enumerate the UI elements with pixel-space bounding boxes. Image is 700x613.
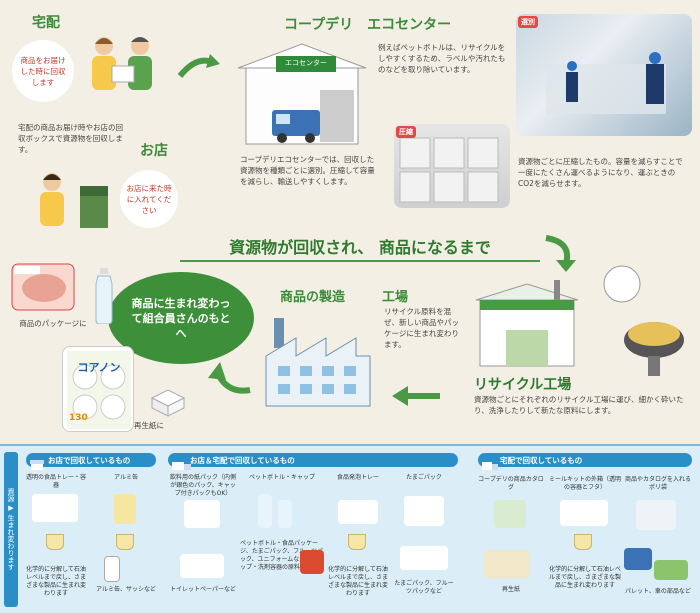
roll-count-label: 130 <box>69 413 88 423</box>
item-delivery-0-recycled <box>484 550 530 578</box>
item-delivery-1-image <box>560 500 608 526</box>
factory-desc: リサイクル原料を混ぜ、新しい商品やパッケージに生まれ変わります。 <box>384 307 459 349</box>
sorting-tag: 選別 <box>518 16 538 28</box>
item-both-2-name: 食品発泡トレー <box>336 474 379 481</box>
sorting-photo <box>516 14 692 136</box>
factory-building <box>260 314 380 410</box>
item-store-1-cup <box>116 534 134 550</box>
item-store-0-cup <box>46 534 64 550</box>
recycle-machine-illustration <box>592 264 692 384</box>
delivery-people-illustration <box>84 30 164 110</box>
item-delivery-2-name: 商品やカタログを入れるポリ袋 <box>624 476 691 491</box>
carton-icon <box>148 388 188 418</box>
manufacturing-title: 商品の製造 <box>280 290 346 305</box>
panel-side-label: 資源 ▶ 生まれ変わります <box>4 452 18 607</box>
store-title: お店 <box>140 143 168 159</box>
item-store-1-name: アルミ缶 <box>114 474 138 481</box>
pallet-illustration <box>624 548 652 570</box>
item-both-3-result: たまごパック、フルーツパックなど <box>394 580 454 595</box>
home-delivery-title: 宅配 <box>32 15 60 31</box>
item-delivery-2-result: パレット、車の部品など <box>625 588 691 595</box>
item-both-2-image <box>338 500 378 524</box>
flow-arrow-4 <box>204 362 254 402</box>
recycle-factory-title: リサイクル工場 <box>474 377 572 393</box>
sorting-desc: 例えばペットボトルは、リサイクルをしやすくするため、ラベルや汚れたものなどを取り… <box>378 43 506 74</box>
item-store-0-image <box>32 494 78 522</box>
process-banner: 資源物が回収され、 商品になるまで <box>180 234 540 262</box>
package-label: 商品のパッケージに <box>19 319 87 328</box>
item-store-0-name: 透明の食品トレー・容器 <box>26 474 87 489</box>
flow-arrow-1 <box>176 52 220 86</box>
home-delivery-bubble: 商品をお届けした時に回収します <box>12 40 74 102</box>
item-both-3-recycled <box>400 546 448 570</box>
truck-icon <box>482 455 498 474</box>
toilet-paper-package: コアノン 130 <box>62 346 134 432</box>
item-both-1-bottle <box>258 494 272 528</box>
item-both-2-cup <box>348 534 366 550</box>
paper-label: 再生紙に <box>134 421 164 430</box>
collection-panel <box>0 444 700 613</box>
store-recycle-illustration <box>34 168 114 234</box>
item-both-0-result: トイレットペーパーなど <box>170 586 236 593</box>
recycle-factory-building <box>470 280 584 370</box>
car-illustration <box>654 560 688 580</box>
item-store-1-image <box>114 494 136 524</box>
item-both-3-name: たまごパック <box>406 474 442 481</box>
item-delivery-2-image <box>636 500 676 530</box>
eco-center-desc: コープデリエコセンターでは、回収した資源物を種類ごとに選別。圧縮して容量を減らし… <box>240 155 375 186</box>
item-both-2-result: 化学的に分解して石油レベルまで戻し、さまざまな製品に生まれ変わります <box>327 566 388 597</box>
store-truck-icon <box>172 455 192 474</box>
store-bubble: お店に来た時に入れてください <box>120 170 178 228</box>
group-both-head: お店＆宅配で回収しているもの <box>168 453 458 467</box>
item-delivery-0-image <box>494 500 526 528</box>
ham-package-illustration <box>8 258 82 314</box>
factory-title: 工場 <box>382 290 409 305</box>
eco-center-title: コープデリ エコセンター <box>284 17 452 33</box>
recycle-factory-desc: 資源物ごとにそれぞれのリサイクル工場に運び、細かく砕いたり、洗浄したりして新たな… <box>474 395 684 415</box>
uniform-illustration <box>300 550 324 574</box>
group-delivery-head: 宅配で回収しているもの <box>478 453 692 467</box>
item-store-1-result: アルミ缶、サッシなど <box>96 586 156 593</box>
roll-brand-label: コアノン <box>77 361 121 374</box>
item-both-1-name: ペットボトル・キャップ <box>248 474 315 481</box>
item-delivery-1-cup <box>574 534 592 550</box>
flow-arrow-2 <box>542 232 582 276</box>
home-delivery-desc: 宅配の商品お届け時やお店の回収ボックスで資源物を回収します。 <box>18 123 123 154</box>
compress-desc: 資源物ごとに圧縮したもの。容量を減らすことで一度にたくさん運べるようになり、運ぶ… <box>518 157 683 188</box>
item-delivery-0-name: コープデリの商品カタログ <box>478 476 544 491</box>
item-both-0-image <box>184 500 220 528</box>
compress-tag: 圧縮 <box>396 126 416 138</box>
group-store-head: お店で回収しているもの <box>26 453 156 467</box>
eco-center-building <box>232 38 372 148</box>
aluminum-can-recycled <box>104 556 120 582</box>
compress-photo <box>394 124 510 208</box>
flow-arrow-3 <box>392 384 442 412</box>
item-delivery-1-result: 化学的に分解して石油レベルまで戻し、さまざまな製品に生まれ変わります <box>548 566 621 589</box>
item-both-3-image <box>404 496 444 526</box>
item-delivery-1-name: ミールキットの外箱（透明の容器とフタ） <box>548 476 621 491</box>
pet-bottle-illustration <box>92 268 116 325</box>
item-store-0-result: 化学的に分解して石油レベルまで戻し、さまざまな製品に生まれ変わります <box>25 566 86 597</box>
process-banner-text: 資源物が回収され、 商品になるまで <box>229 238 491 257</box>
item-delivery-0-result: 再生紙 <box>501 586 520 593</box>
item-both-0-recycled <box>180 554 224 578</box>
item-both-1-cap <box>278 500 292 528</box>
store-icon <box>30 455 44 474</box>
item-both-0-name: 飲料用の紙パック（内側が銀色のパック、キャップ付きパックもOK） <box>169 474 236 497</box>
eco-center-sign: エコセンター <box>285 59 327 67</box>
item-both-1-result: ペットボトル・食品パッケージ、たまごパック、フルーツパック、ユニフォームなど キ… <box>240 540 324 571</box>
